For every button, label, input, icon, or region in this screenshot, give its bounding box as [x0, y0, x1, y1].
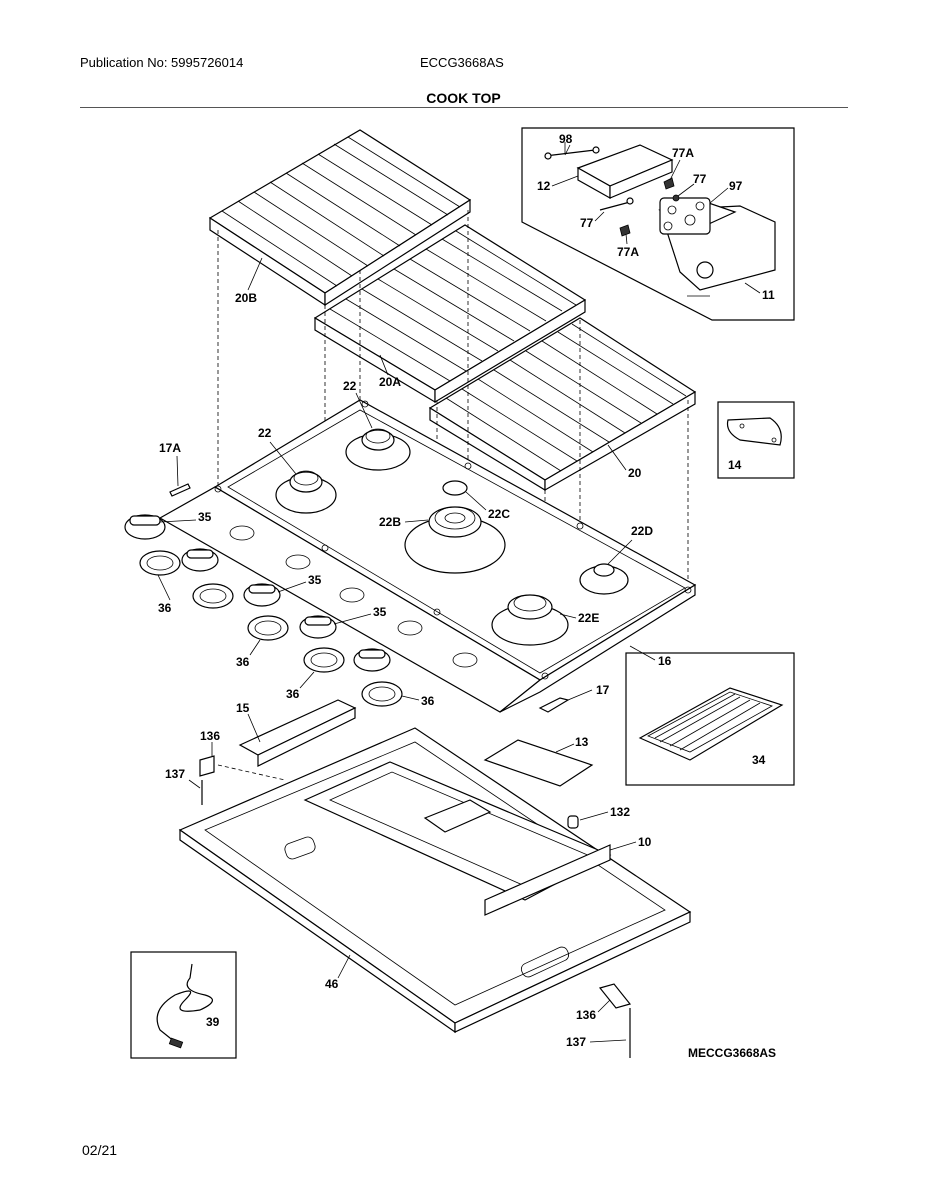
callout-16: 16: [658, 654, 672, 668]
part-132-fitting: [567, 815, 579, 829]
callout-36-b: 36: [236, 655, 250, 669]
diagram-code: MECCG3668AS: [688, 1046, 776, 1060]
burner-22-left: [275, 470, 337, 514]
callout-17a: 17A: [159, 441, 181, 455]
callout-14: 14: [728, 458, 742, 472]
callout-97: 97: [729, 179, 743, 193]
callout-22c: 22C: [488, 507, 510, 521]
callout-136-bottom: 136: [576, 1008, 596, 1022]
part-17-electrode: [538, 697, 570, 713]
part-136-bracket-top: [199, 755, 215, 777]
grate-20: [428, 317, 697, 492]
callout-13: 13: [575, 735, 589, 749]
callout-20b: 20B: [235, 291, 257, 305]
callout-98: 98: [559, 132, 573, 146]
callout-77-left: 77: [580, 216, 594, 230]
callout-15: 15: [236, 701, 250, 715]
page-title: COOK TOP: [426, 90, 501, 106]
callout-36-a: 36: [158, 601, 172, 615]
callout-10: 10: [638, 835, 652, 849]
callout-22b: 22B: [379, 515, 401, 529]
part-39-power-cord: [156, 963, 213, 1043]
callout-12: 12: [537, 179, 551, 193]
callout-39: 39: [206, 1015, 220, 1029]
part-13-shield: [483, 739, 594, 787]
inset-power-cord: [130, 951, 237, 1059]
callout-22-center: 22: [343, 379, 357, 393]
burner-cap-22c: [442, 480, 468, 496]
callout-132: 132: [610, 805, 630, 819]
callout-35-a: 35: [198, 510, 212, 524]
callout-46: 46: [325, 977, 339, 991]
burner-22e: [491, 594, 569, 646]
part-34-griddle: [638, 687, 784, 761]
footer-date: 02/21: [82, 1142, 118, 1158]
callout-35-b: 35: [308, 573, 322, 587]
callout-22-left: 22: [258, 426, 272, 440]
burner-22-center: [345, 428, 411, 471]
callout-20a: 20A: [379, 375, 401, 389]
callout-137-top: 137: [165, 767, 185, 781]
grate-20b: [208, 129, 472, 307]
part-136-bracket-bottom: [598, 983, 632, 1009]
callout-11: 11: [762, 288, 775, 302]
grate-20a: [313, 224, 587, 404]
callout-136-top: 136: [200, 729, 220, 743]
callout-22e: 22E: [578, 611, 599, 625]
callout-36-c: 36: [286, 687, 300, 701]
burner-22d: [579, 563, 629, 595]
callout-35-c: 35: [373, 605, 387, 619]
inset-spark-module: [521, 127, 795, 321]
callout-137-bottom: 137: [566, 1035, 586, 1049]
publication-number: Publication No: 5995726014: [80, 55, 244, 70]
callout-77a-bottom: 77A: [617, 245, 639, 259]
callout-77-top: 77: [693, 172, 707, 186]
part-14-clip: [726, 417, 782, 446]
callout-17: 17: [596, 683, 610, 697]
inset-griddle: [625, 652, 795, 786]
header-rule: [80, 107, 848, 108]
burner-22b: [404, 506, 506, 574]
callout-34: 34: [752, 753, 766, 767]
inset-part-14: [717, 401, 795, 479]
part-97-spark-module: [659, 197, 711, 235]
bezels-36: [139, 550, 403, 707]
callout-77a-top: 77A: [672, 146, 694, 160]
model-number: ECCG3668AS: [420, 55, 504, 70]
knobs-35: [124, 514, 391, 672]
callout-36-d: 36: [421, 694, 435, 708]
part-17a-electrode: [169, 483, 191, 497]
callout-20: 20: [628, 466, 642, 480]
part-15-bracket: [238, 699, 357, 767]
callout-22d: 22D: [631, 524, 653, 538]
part-10-manifold-bracket: [303, 761, 612, 916]
